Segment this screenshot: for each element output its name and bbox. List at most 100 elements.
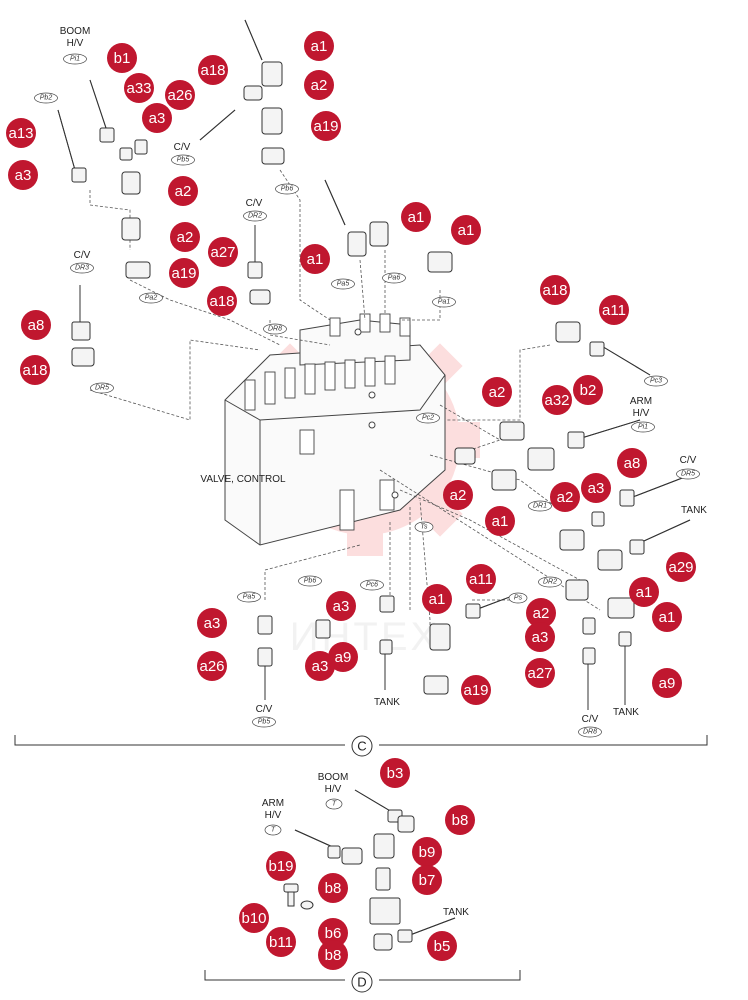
- part-callout-label: a13: [8, 125, 33, 142]
- section-markers-layer: CD: [351, 735, 373, 993]
- part-callout: a3: [326, 591, 356, 621]
- part-callout-badge: [380, 758, 410, 788]
- port-tag: Pb5: [252, 716, 276, 728]
- part-callout-label: a8: [28, 317, 45, 334]
- port-tag-outline: [360, 579, 384, 591]
- part-callout-label: a1: [492, 513, 509, 530]
- port-tag-outline: [90, 382, 114, 394]
- part-callout: b6: [318, 918, 348, 948]
- part-callout: a1: [652, 602, 682, 632]
- port-tag: Pb6: [275, 183, 299, 195]
- part-callout: a26: [165, 80, 195, 110]
- part-callout-badge: [422, 584, 452, 614]
- port-tag: Pa6: [382, 272, 406, 284]
- part-callout-label: a18: [200, 62, 225, 79]
- port-tag: DR5: [90, 382, 114, 394]
- routing-lines: [89, 169, 601, 640]
- part-callout-badge: [197, 651, 227, 681]
- port-tag-text: Pa1: [438, 299, 451, 306]
- part-callout-label: a1: [636, 584, 653, 601]
- port-tag-outline: [676, 468, 700, 480]
- part-callout-badge: [304, 31, 334, 61]
- part-callout-label: a2: [533, 605, 550, 622]
- part-callout-label: a11: [602, 302, 626, 319]
- part-callout-badge: [599, 295, 629, 325]
- part-callout-badge: [445, 805, 475, 835]
- port-tag-text: DR2: [543, 579, 557, 586]
- port-tag-text: Pc6: [366, 582, 378, 589]
- port-tag-text: DR2: [248, 213, 262, 220]
- section-marker-label: D: [357, 975, 366, 990]
- port-tag-text: Pi1: [70, 56, 80, 63]
- port-tag: T: [325, 798, 343, 810]
- note-label: ARM: [630, 396, 652, 407]
- port-tag-text: DR8: [583, 729, 597, 736]
- note-label: H/V: [633, 408, 650, 419]
- note-label: BOOM: [318, 772, 349, 783]
- port-tag-outline: [414, 521, 434, 533]
- fittings: [71, 61, 645, 951]
- part-callout-label: a3: [588, 480, 605, 497]
- port-tag-outline: [70, 262, 94, 274]
- part-callout: a26: [197, 651, 227, 681]
- part-callout: a32: [542, 385, 572, 415]
- port-tag: Pi1: [63, 53, 87, 65]
- part-callout: a3: [197, 608, 227, 638]
- section-marker: D: [351, 971, 373, 993]
- port-tag: DR5: [676, 468, 700, 480]
- part-callout-badge: [266, 851, 296, 881]
- part-callout-badge: [300, 244, 330, 274]
- part-callout-badge: [6, 118, 36, 148]
- part-callout: a9: [652, 668, 682, 698]
- port-tag-outline: [382, 272, 406, 284]
- part-callout-badge: [304, 70, 334, 100]
- part-callout-badge: [451, 215, 481, 245]
- part-callout-label: b2: [580, 382, 597, 399]
- part-callout: a11: [466, 564, 496, 594]
- part-callout-badge: [526, 598, 556, 628]
- port-tag-outline: [63, 53, 87, 65]
- part-callout-label: a29: [668, 559, 693, 576]
- part-callout: b10: [239, 903, 269, 933]
- port-tag-outline: [34, 92, 58, 104]
- note-label: TANK: [443, 907, 469, 918]
- part-callout-label: a1: [311, 38, 328, 55]
- part-callout-badge: [198, 55, 228, 85]
- part-callout-label: b8: [325, 947, 342, 964]
- part-callout-label: b5: [434, 938, 451, 955]
- part-callout: b3: [380, 758, 410, 788]
- note-label: BOOM: [60, 26, 91, 37]
- part-callout-label: a2: [175, 183, 192, 200]
- part-callout: b1: [107, 43, 137, 73]
- part-callout-badge: [20, 355, 50, 385]
- port-tag-outline: [263, 323, 287, 335]
- part-callout: a1: [629, 577, 659, 607]
- note-label: H/V: [67, 38, 84, 49]
- port-tag-text: DR3: [75, 265, 89, 272]
- port-tag-outline: [171, 154, 195, 166]
- part-callout-badge: [540, 275, 570, 305]
- section-marker-circle: [351, 971, 373, 993]
- part-callout: a19: [461, 675, 491, 705]
- port-tag-text: Pb2: [40, 95, 53, 102]
- port-tag-outline: [538, 576, 562, 588]
- part-callout-badge: [318, 873, 348, 903]
- part-callout-label: b11: [269, 934, 293, 951]
- port-tag: DR2: [243, 210, 267, 222]
- part-callout-badge: [165, 80, 195, 110]
- section-marker-circle: [351, 735, 373, 757]
- part-callout-label: a3: [312, 658, 329, 675]
- port-tag-outline: [243, 210, 267, 222]
- part-callout-label: a9: [335, 649, 352, 666]
- part-callout: b7: [412, 865, 442, 895]
- note-label: C/V: [256, 704, 273, 715]
- part-callout: a1: [485, 506, 515, 536]
- part-callout-label: a2: [489, 384, 506, 401]
- port-tag-outline: [252, 716, 276, 728]
- port-tag-text: Pb5: [177, 157, 190, 164]
- part-callout: a1: [451, 215, 481, 245]
- part-callout-badge: [466, 564, 496, 594]
- part-callout-badge: [305, 651, 335, 681]
- part-callout-badge: [266, 927, 296, 957]
- note-label: C/V: [174, 142, 191, 153]
